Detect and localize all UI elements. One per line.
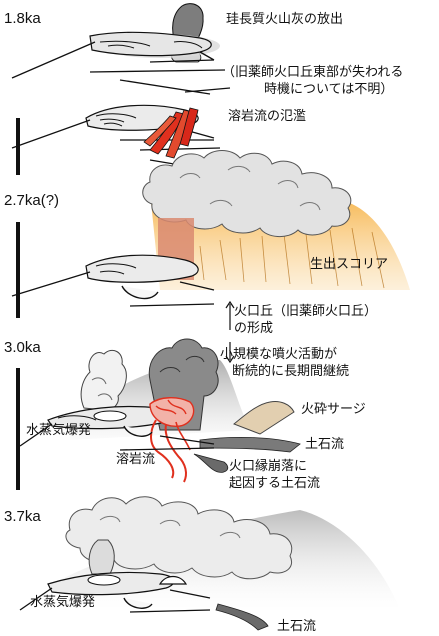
lava-flow-stream bbox=[150, 419, 191, 483]
age-1-8ka: 1.8ka bbox=[4, 10, 41, 27]
label-collapse-line2: 起因する土石流 bbox=[229, 476, 321, 491]
age-3-0ka: 3.0ka bbox=[4, 339, 41, 356]
cloud-mass bbox=[65, 496, 293, 580]
phreatic-plume-2 bbox=[88, 539, 115, 575]
label-cone-line2: の形成 bbox=[234, 321, 274, 336]
stage-3-scoria-eruption bbox=[11, 150, 410, 307]
age-2-7ka: 2.7ka(?) bbox=[4, 192, 60, 209]
label-pyroclastic-surge: 火砕サージ bbox=[301, 402, 366, 417]
label-debris-flow-1: 土石流 bbox=[305, 437, 345, 452]
stage-5-phreatic-explosion bbox=[19, 496, 400, 631]
cone-formation-arrow bbox=[225, 300, 235, 364]
label-phreatic-1: 水蒸気爆発 bbox=[26, 423, 92, 438]
label-note-line2: 時機については不明） bbox=[264, 82, 394, 97]
label-note-line1: （旧薬師火口丘東部が失われる bbox=[222, 65, 404, 80]
label-phreatic-2: 水蒸気爆発 bbox=[30, 595, 96, 610]
label-rhyolitic-ash: 珪長質火山灰の放出 bbox=[226, 12, 344, 27]
crater-lava bbox=[149, 397, 195, 427]
phreatic-plume-1 bbox=[80, 349, 127, 411]
lava-tongues bbox=[143, 107, 199, 159]
label-lava-flow: 溶岩流 bbox=[116, 452, 156, 467]
stage-2-lava-overflow bbox=[11, 104, 221, 171]
label-small-eruptions-line2: 断続的に長期間継続 bbox=[232, 364, 350, 379]
stage-4-small-eruptions bbox=[19, 338, 301, 483]
label-collapse-line1: 火口縁崩落に bbox=[229, 459, 308, 474]
label-debris-flow-2: 土石流 bbox=[277, 619, 317, 634]
label-scoria: 生出スコリア bbox=[310, 257, 389, 272]
surge-deposit bbox=[233, 401, 295, 435]
label-cone-line1: 火口丘（旧薬師火口丘） bbox=[234, 304, 378, 319]
stage-1-ash-eruption bbox=[11, 3, 231, 95]
label-small-eruptions-line1: 小規模な噴火活動が bbox=[220, 347, 338, 362]
age-3-7ka: 3.7ka bbox=[4, 508, 41, 525]
label-lava-overflow: 溶岩流の氾濫 bbox=[228, 109, 307, 124]
